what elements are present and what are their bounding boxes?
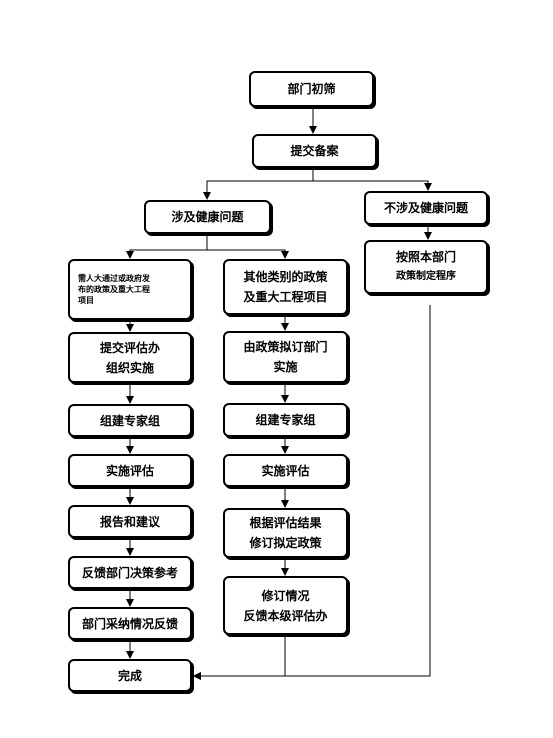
node-dept-adoption-feedback-label: 部门采纳情况反馈	[81, 616, 178, 631]
node-submit-record-label: 提交备案	[290, 144, 339, 158]
node-submit-eval-office-line1: 提交评估办	[99, 340, 160, 355]
node-report-advice-label: 报告和建议	[99, 514, 160, 529]
node-report-advice: 报告和建议	[68, 505, 192, 538]
node-dept-screen: 部门初筛	[249, 71, 374, 107]
connector-health-to-other	[207, 249, 289, 259]
node-complete-label: 完成	[117, 668, 142, 683]
node-revision-feedback-line2: 反馈本级评估办	[243, 608, 328, 623]
node-not-health-related-label: 不涉及健康问题	[383, 201, 468, 215]
node-implement-eval-left-label: 实施评估	[105, 463, 154, 478]
node-expert-group-left: 组建专家组	[68, 404, 192, 437]
node-follow-dept-procedure: 按照本部门 政策制定程序	[364, 240, 488, 294]
node-submit-eval-office-line2: 组织实施	[105, 360, 154, 375]
node-revision-feedback-line1: 修订情况	[261, 588, 310, 603]
node-revision-feedback: 修订情况 反馈本级评估办	[223, 576, 348, 635]
connector-record-split	[203, 168, 314, 200]
node-not-health-related: 不涉及健康问题	[364, 191, 488, 225]
node-expert-group-left-label: 组建专家组	[99, 413, 160, 428]
connector-revision-to-complete	[193, 635, 286, 680]
node-health-related-label: 涉及健康问题	[171, 210, 244, 224]
node-feedback-dept-decision-label: 反馈部门决策参考	[81, 565, 178, 580]
connector-health-split	[126, 234, 208, 259]
node-expert-group-right: 组建专家组	[223, 403, 348, 437]
node-dept-adoption-feedback: 部门采纳情况反馈	[68, 607, 192, 640]
node-dept-screen-label: 部门初筛	[287, 82, 336, 96]
node-revise-by-result-line2: 修订拟定政策	[249, 536, 322, 550]
node-drafting-dept: 由政策拟订部门 实施	[223, 331, 348, 383]
node-npc-policy-line3: 项目	[78, 296, 94, 305]
node-submit-record: 提交备案	[252, 134, 377, 168]
node-complete: 完成	[68, 659, 192, 692]
node-drafting-dept-line1: 由政策拟订部门	[243, 340, 328, 354]
node-other-policy: 其他类别的政策 及重大工程项目	[223, 259, 348, 315]
node-follow-dept-procedure-line2: 政策制定程序	[396, 271, 456, 282]
node-npc-policy-line2: 布的政策及重大工程	[78, 285, 150, 294]
node-follow-dept-procedure-line1: 按照本部门	[395, 250, 456, 264]
node-other-policy-line1: 其他类别的政策	[243, 270, 328, 284]
node-other-policy-line2: 及重大工程项目	[243, 290, 328, 304]
node-implement-eval-right: 实施评估	[223, 454, 348, 487]
node-health-related: 涉及健康问题	[144, 200, 271, 234]
connector-record-to-not-health	[313, 180, 432, 191]
node-feedback-dept-decision: 反馈部门决策参考	[68, 556, 192, 589]
connector-procedure-to-complete	[193, 305, 431, 680]
node-drafting-dept-line2: 实施	[273, 360, 298, 374]
node-revise-by-result-line1: 根据评估结果	[249, 516, 322, 530]
node-expert-group-right-label: 组建专家组	[255, 413, 316, 427]
node-npc-policy-line1: 需人大通过或政府发	[78, 274, 150, 283]
node-implement-eval-left: 实施评估	[68, 454, 192, 487]
node-revise-by-result: 根据评估结果 修订拟定政策	[223, 508, 348, 558]
node-npc-policy: 需人大通过或政府发 布的政策及重大工程 项目	[68, 259, 192, 320]
node-submit-eval-office: 提交评估办 组织实施	[68, 332, 192, 383]
node-implement-eval-right-label: 实施评估	[261, 463, 310, 478]
